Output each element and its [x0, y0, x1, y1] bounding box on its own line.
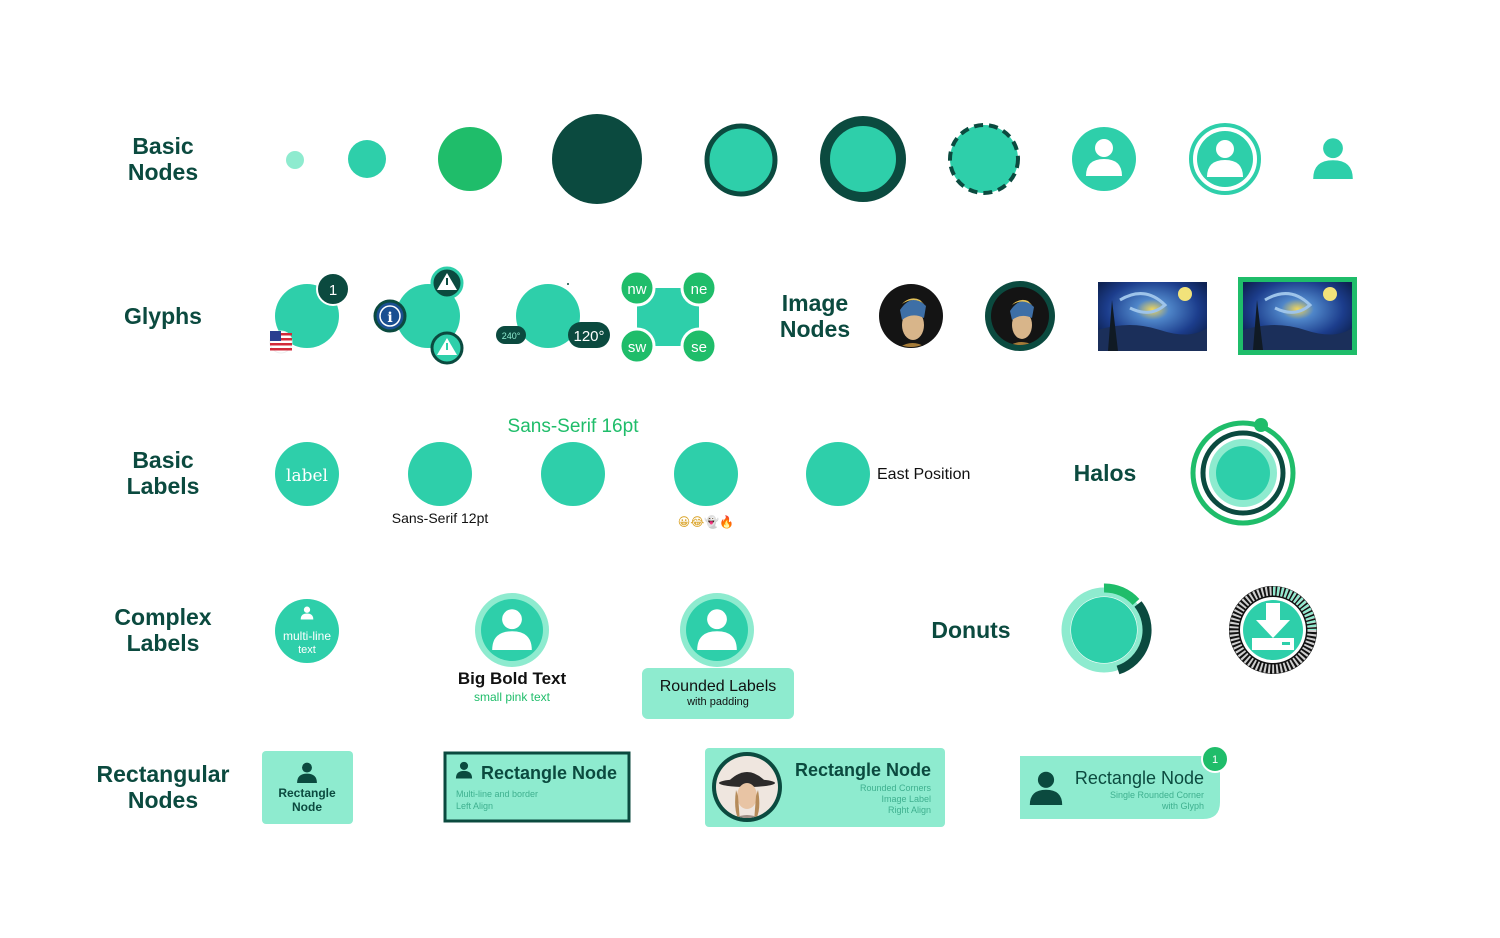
angle-glyph-small: [496, 326, 526, 344]
rounded-label-box: [642, 668, 794, 719]
rect-node-1[interactable]: [262, 751, 353, 824]
rect-node-4-badge-text: 1: [1212, 754, 1218, 766]
woman-avatar: [712, 752, 782, 822]
basic-node-green[interactable]: [438, 127, 502, 191]
corner-glyph-sw: [618, 327, 656, 365]
image-node-starry-night[interactable]: [1098, 282, 1207, 351]
glyph-node-3[interactable]: [516, 284, 580, 348]
section-complex-labels: Complex Labels: [114, 604, 212, 656]
angle-glyph-small-text: 240°: [502, 331, 521, 341]
label-node-bottom[interactable]: [408, 442, 472, 506]
big-bold-text: Big Bold Text: [458, 669, 567, 688]
label-node-top[interactable]: [541, 442, 605, 506]
small-pink-text: small pink text: [474, 690, 551, 704]
rect-node-2-sub1: Multi-line and border: [456, 789, 538, 799]
image-node-portrait[interactable]: [879, 284, 943, 350]
image-node-portrait-bordered[interactable]: [985, 281, 1055, 351]
label-sans-16: Sans-Serif 16pt: [508, 416, 640, 437]
section-glyphs: Glyphs: [124, 303, 202, 329]
count-badge-text: 1: [329, 282, 337, 299]
image-node-starry-night-bordered[interactable]: [1238, 277, 1357, 355]
complex-node-rounded-fill: [686, 599, 748, 661]
us-flag-icon: [269, 330, 293, 354]
complex-node-bigbold-fill: [481, 599, 543, 661]
section-image-nodes: Image Nodes: [779, 290, 851, 342]
corner-glyph-se-text: se: [691, 339, 707, 356]
corner-glyph-ne-text: ne: [691, 281, 708, 298]
person-icon-standalone[interactable]: [1313, 138, 1353, 179]
multiline-text-2: text: [298, 644, 316, 656]
label-inside-text: label: [286, 466, 328, 486]
halo-node[interactable]: [1190, 418, 1296, 526]
basic-node-dark-border[interactable]: [704, 123, 778, 197]
rect-node-3-sub3: Right Align: [888, 805, 931, 815]
section-basic-labels: Basic Labels: [126, 447, 200, 499]
corner-glyph-nw-text: nw: [627, 281, 646, 298]
section-halos: Halos: [1073, 460, 1137, 486]
basic-node-dark-large[interactable]: [552, 114, 642, 204]
corner-glyph-nw: [618, 269, 656, 307]
rect-node-3-sub1: Rounded Corners: [860, 783, 932, 793]
rect-node-4[interactable]: [1020, 756, 1220, 819]
section-donuts: Donuts: [931, 617, 1011, 643]
basic-node-thick-border[interactable]: [820, 116, 906, 202]
warning-icon-mark: [446, 343, 448, 350]
label-emoji: 😀😂👻🔥: [678, 514, 734, 529]
count-badge: [316, 272, 350, 306]
label-sans-12: Sans-Serif 12pt: [392, 510, 489, 526]
warning-icon-mark: [446, 278, 448, 285]
download-icon: [1252, 603, 1294, 650]
label-node-emoji[interactable]: [674, 442, 738, 506]
corner-glyph-se: [680, 327, 718, 365]
rect-node-4-title: Rectangle Node: [1075, 768, 1204, 788]
rect-node-1-line1: Rectangle: [278, 786, 336, 800]
info-icon: [379, 305, 401, 327]
rect-node-4-sub2: with Glyph: [1161, 801, 1204, 811]
rect-node-4-sub1: Single Rounded Corner: [1110, 790, 1204, 800]
label-node-inside[interactable]: [275, 442, 339, 506]
basic-node-icon-ring-fill: [1197, 131, 1253, 187]
corner-glyph-sw-text: sw: [628, 339, 647, 356]
corner-glyph-ne: [680, 269, 718, 307]
rect-node-3-sub2: Image Label: [881, 794, 931, 804]
info-glyph-text: i: [387, 310, 392, 326]
label-east: East Position: [877, 466, 970, 483]
basic-node-small[interactable]: [348, 140, 386, 178]
label-node-east[interactable]: [806, 442, 870, 506]
angle-glyph-large-text: 120°: [573, 328, 604, 345]
download-donut-node[interactable]: [1229, 586, 1317, 674]
glyph-dot: [567, 283, 569, 285]
angle-glyph-large: [568, 322, 610, 348]
section-basic-nodes: Basic Nodes: [127, 133, 199, 185]
donut-node[interactable]: [1061, 583, 1152, 675]
complex-node-multiline[interactable]: [275, 599, 339, 663]
rect-node-2-sub2: Left Align: [456, 801, 493, 811]
basic-node-tiny[interactable]: [286, 151, 304, 169]
rect-node-3-title: Rectangle Node: [795, 760, 931, 780]
rounded-label-title: Rounded Labels: [660, 678, 777, 695]
rect-node-2-title: Rectangle Node: [481, 763, 617, 783]
rect-node-1-line2: Node: [292, 800, 322, 814]
section-rectangular-nodes: Rectangular Nodes: [96, 761, 230, 813]
rect-node-2[interactable]: [443, 751, 631, 823]
rounded-label-sub: with padding: [686, 696, 749, 708]
basic-node-dashed-border[interactable]: [948, 123, 1020, 195]
rect-node-4-badge: [1201, 745, 1229, 773]
multiline-text-1: multi-line: [283, 629, 331, 643]
